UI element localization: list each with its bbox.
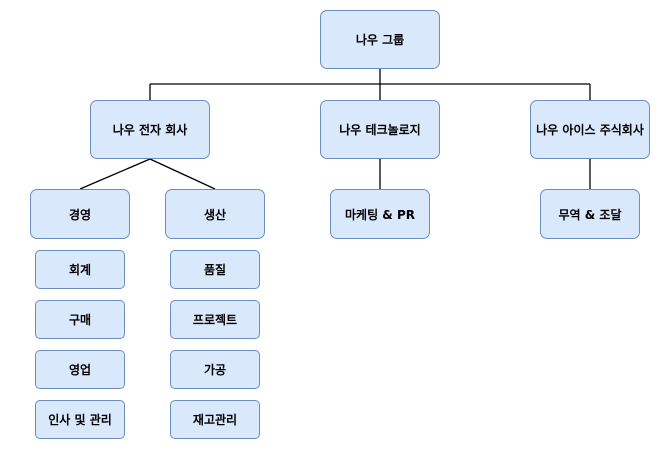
company-node-ice[interactable]: 나우 아이스 주식회사 [530, 100, 650, 159]
dept-node-production[interactable]: 생산 [165, 189, 265, 239]
team-node-hr-admin[interactable]: 인사 및 관리 [35, 400, 125, 439]
team-node-inventory[interactable]: 재고관리 [170, 400, 260, 439]
team-node-quality[interactable]: 품질 [170, 250, 260, 289]
connector-to-dept-management [79, 158, 151, 190]
dept-node-management[interactable]: 경영 [30, 189, 130, 239]
dept-node-marketing-pr[interactable]: 마케팅 & PR [330, 189, 430, 239]
team-node-purchasing[interactable]: 구매 [35, 300, 125, 339]
company-node-technology[interactable]: 나우 테크놀로지 [320, 100, 440, 159]
connector-to-dept-production [149, 158, 216, 190]
root-node[interactable]: 나우 그룹 [320, 10, 440, 69]
team-node-accounting[interactable]: 회계 [35, 250, 125, 289]
dept-node-trade-procurement[interactable]: 무역 & 조달 [540, 189, 640, 239]
team-node-sales[interactable]: 영업 [35, 350, 125, 389]
company-node-electronics[interactable]: 나우 전자 회사 [90, 100, 210, 159]
team-node-project[interactable]: 프로젝트 [170, 300, 260, 339]
team-node-processing[interactable]: 가공 [170, 350, 260, 389]
